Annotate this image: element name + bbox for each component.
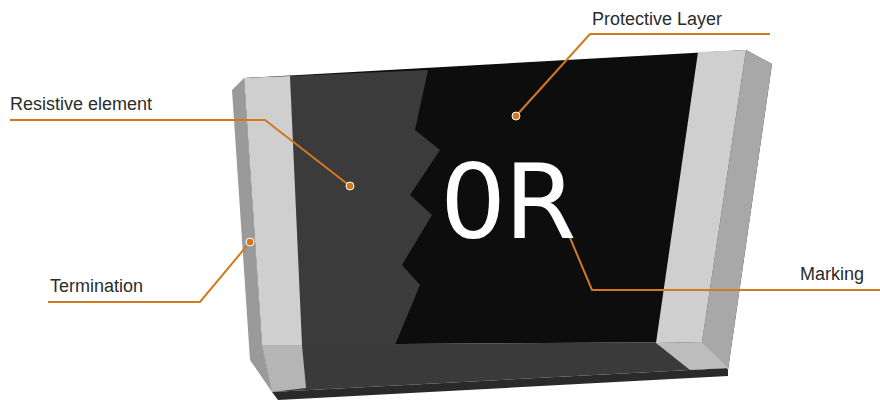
leader-protective: [590, 33, 770, 35]
termination-left-end: [232, 78, 272, 392]
leader-lines: [10, 34, 880, 302]
termination-right-front: [656, 342, 728, 370]
termination-right-end: [702, 50, 772, 370]
resistive-element: [290, 70, 440, 345]
leader-resistive: [10, 120, 350, 186]
bottom-edge: [272, 368, 728, 400]
marking-code: 0R: [440, 150, 574, 254]
part-label: Termination: [50, 276, 143, 298]
leader-marking: [560, 214, 880, 290]
leader-termination: [48, 242, 250, 302]
leader-protective-diag: [516, 34, 590, 116]
protective-layer: [244, 50, 746, 345]
termination-left-front: [262, 345, 306, 392]
leader-dot: [346, 182, 354, 190]
part-label: Protective Layer: [592, 9, 722, 31]
part-label: Marking: [800, 264, 864, 286]
leader-dot: [512, 112, 520, 120]
leader-dot: [246, 238, 254, 246]
part-label: Resistive element: [10, 94, 152, 116]
